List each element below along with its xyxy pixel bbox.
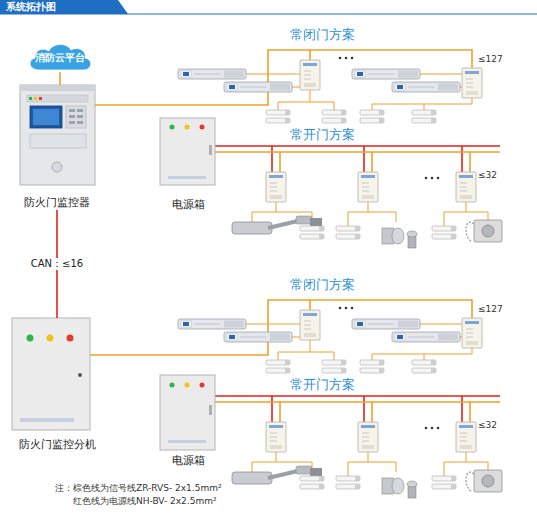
- door-module: [358, 172, 378, 202]
- status-light: [67, 335, 74, 342]
- door-sensor-pair: [322, 110, 346, 123]
- door-branch: [90, 300, 502, 498]
- status-light: [185, 383, 190, 388]
- title-tab: [0, 0, 128, 14]
- electric-lock: [466, 220, 502, 242]
- node-label: 电源箱: [155, 454, 221, 468]
- lock-bar: [352, 69, 420, 79]
- lock-bar: [392, 82, 460, 92]
- door-sensor-pair: [300, 226, 324, 239]
- indicator: [34, 97, 37, 100]
- door-sensor-pair: [360, 110, 384, 123]
- signal-line: [215, 152, 500, 172]
- signal-bus: [90, 50, 472, 105]
- status-light: [200, 125, 205, 130]
- power-box-cabinet: [160, 375, 215, 450]
- scheme-heading: 常闭门方案: [290, 28, 380, 42]
- door-sensor-pair: [266, 110, 290, 123]
- ellipsis-dots: [339, 57, 354, 60]
- button-panel: [66, 106, 86, 128]
- fire-door-monitor: 防火门监控器: [15, 85, 99, 210]
- indicator-row: [27, 95, 88, 102]
- scheme-heading: 常开门方案: [290, 378, 380, 392]
- signal-connector: [59, 72, 61, 85]
- door-module: [456, 172, 476, 202]
- count-limit: ≤127: [478, 52, 518, 66]
- power-box: 电源箱: [155, 118, 221, 212]
- count-limit: ≤32: [478, 168, 518, 182]
- nameplate: [168, 440, 206, 443]
- power-line: [215, 146, 500, 172]
- status-light: [47, 335, 54, 342]
- speaker: [52, 162, 62, 172]
- door-sensor-pair: [336, 226, 360, 239]
- button: [69, 115, 75, 118]
- magnetic-holder: [382, 228, 417, 248]
- wire-note: 红色线为电源线NH-BV- 2x2.5mm²: [73, 494, 293, 508]
- status-light: [185, 125, 190, 130]
- node-label: 防火门监控器: [15, 196, 99, 210]
- button: [77, 115, 83, 118]
- cabinet-body: [160, 118, 215, 185]
- indicator: [29, 97, 32, 100]
- page-title: 系统拓扑图: [6, 0, 56, 14]
- nameplate: [168, 176, 206, 179]
- door-sensor-pair: [432, 226, 456, 239]
- status-light: [170, 125, 175, 130]
- count-limit: ≤32: [478, 418, 518, 432]
- cloud-platform: 消防云平台: [25, 40, 95, 72]
- button: [69, 121, 75, 124]
- door-module: [300, 60, 320, 90]
- fire-door-sub-monitor: 防火门监控分机: [10, 318, 104, 452]
- power-box-cabinet: [160, 118, 215, 185]
- nameplate: [20, 418, 74, 422]
- title-rule: [0, 14, 537, 15]
- handle: [209, 405, 212, 415]
- door-sensor-pair: [412, 110, 436, 123]
- cabinet-body: [20, 85, 95, 185]
- screen-frame: [30, 106, 62, 128]
- lock-bar: [224, 82, 292, 92]
- scheme-heading: 常闭门方案: [290, 278, 380, 292]
- status-light: [200, 383, 205, 388]
- door-closer: [232, 216, 322, 234]
- node-label: 电源箱: [155, 198, 221, 212]
- count-limit: ≤127: [478, 302, 518, 316]
- node-label: 消防云平台: [25, 51, 95, 65]
- cabinet-body: [160, 375, 215, 450]
- door-branch: [90, 50, 502, 248]
- button: [77, 109, 83, 112]
- screen: [33, 109, 59, 125]
- monitor-cabinet: [20, 85, 95, 185]
- power-box: 电源箱: [155, 372, 221, 468]
- lock-bar: [178, 69, 246, 79]
- scheme-heading: 常开门方案: [290, 128, 380, 142]
- button: [69, 109, 75, 112]
- wire-note: 注：棕色线为信号线ZR-RVS- 2x1.5mm²: [55, 481, 285, 495]
- cabinet-body: [12, 318, 90, 430]
- status-light: [170, 383, 175, 388]
- ellipsis-dots: [425, 177, 440, 180]
- node-label: 防火门监控分机: [10, 438, 104, 452]
- button: [77, 121, 83, 124]
- door-module: [266, 172, 286, 202]
- door-module: [462, 68, 482, 98]
- sub-monitor-cabinet: [12, 318, 90, 430]
- handle: [209, 145, 212, 155]
- indicator: [39, 97, 42, 100]
- connector-label: CAN：≤16: [29, 258, 85, 270]
- cabinet-top: [20, 85, 95, 91]
- status-light: [27, 335, 34, 342]
- keyhole: [78, 373, 82, 377]
- keypad: [30, 134, 86, 148]
